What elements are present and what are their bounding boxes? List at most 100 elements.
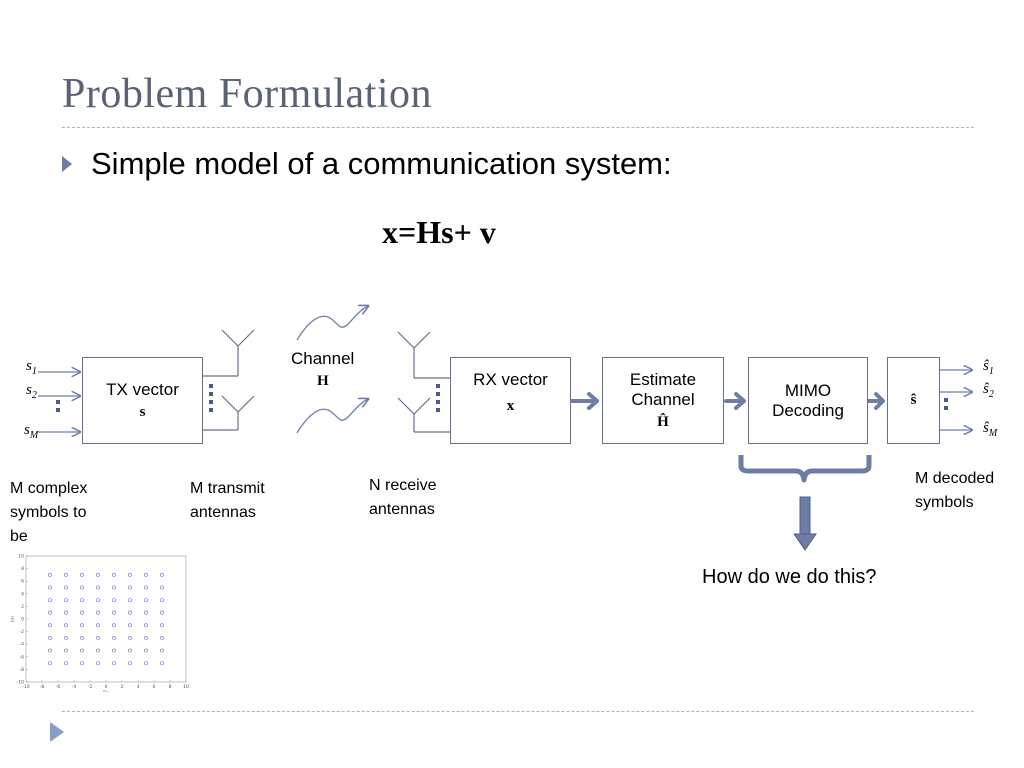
constellation-point (96, 623, 100, 628)
caption-rx-antennas: N receive antennas (369, 477, 437, 518)
rx-block-label: RX vector (473, 370, 548, 389)
rx-block-symbol: x (506, 398, 515, 414)
constellation-point (80, 585, 84, 590)
y-tick-label: 0 (21, 617, 24, 623)
estimate-label-line2: Channel (631, 390, 695, 409)
constellation-point (128, 585, 132, 590)
x-tick-label: -10 (22, 684, 29, 690)
channel-wave-2 (296, 399, 368, 434)
constellation-point (64, 572, 68, 577)
x-tick-label: 4 (137, 684, 140, 690)
channel-label: Channel (291, 349, 355, 368)
constellation-point (160, 648, 164, 653)
constellation-point (80, 636, 84, 640)
x-tick-label: 10 (183, 684, 189, 690)
input-ellipsis (56, 400, 60, 416)
tx-block-symbol: s (139, 404, 146, 420)
constellation-point (112, 585, 116, 590)
bullet-text: Simple model of a communication system: (91, 146, 672, 181)
constellation-point (112, 636, 116, 640)
constellation-point (160, 572, 164, 577)
constellation-point (160, 623, 164, 628)
rx-antenna-ellipsis (436, 384, 440, 416)
constellation-point (96, 610, 100, 615)
constellation-point (144, 623, 148, 628)
input-symbol-m: sM (24, 422, 39, 441)
constellation-point (128, 610, 132, 615)
rx-antenna-2 (397, 397, 450, 433)
output-symbol-1: ŝ1 (983, 358, 994, 377)
rx-antenna-1 (397, 331, 450, 379)
constellation-point (48, 648, 52, 653)
rx-vector-block: RX vector x (450, 357, 571, 444)
y-tick-label: 10 (18, 554, 24, 560)
estimate-channel-block: Estimate Channel Ĥ (602, 357, 724, 444)
constellation-point (96, 661, 100, 666)
constellation-point (144, 661, 148, 666)
caption-input-symbols: M complex symbols to be (10, 480, 88, 545)
constellation-point (160, 585, 164, 590)
y-tick-label: 6 (21, 579, 24, 585)
channel-wave-1 (296, 306, 368, 341)
tx-antenna-1 (203, 329, 255, 377)
mimo-decoding-block: MIMO Decoding (748, 357, 868, 444)
x-tick-label: -2 (88, 684, 93, 690)
constellation-point (160, 636, 164, 640)
input-symbol-1: s1 (26, 358, 37, 377)
constellation-point (144, 610, 148, 615)
output-block-symbol: ŝ (910, 392, 917, 408)
constellation-point (112, 572, 116, 577)
tx-antenna-2 (203, 395, 255, 431)
y-tick-label: -4 (20, 642, 25, 648)
input-symbol-2: s2 (26, 382, 37, 401)
constellation-point (112, 610, 116, 615)
y-tick-label: 8 (21, 566, 24, 572)
constellation-point (48, 610, 52, 615)
footer-arrow-icon (50, 722, 64, 742)
constellation-point (128, 636, 132, 640)
constellation-point (128, 572, 132, 577)
x-tick-label: 0 (105, 684, 108, 690)
output-symbol-m: ŝM (983, 420, 998, 439)
bracket (738, 455, 872, 483)
question-text: How do we do this? (702, 566, 877, 588)
y-tick-label: 2 (21, 604, 24, 610)
estimate-symbol: Ĥ (657, 414, 669, 430)
system-equation: x=Hs+ v (382, 214, 496, 250)
constellation-point (144, 572, 148, 577)
constellation-point (96, 648, 100, 653)
x-axis-label: Re (103, 690, 109, 692)
x-tick-label: 2 (121, 684, 124, 690)
constellation-point (128, 623, 132, 628)
y-tick-label: -8 (20, 667, 25, 673)
constellation-point (80, 623, 84, 628)
x-tick-label: 6 (153, 684, 156, 690)
y-tick-label: -6 (20, 654, 25, 660)
constellation-point (48, 661, 52, 666)
x-tick-label: -8 (40, 684, 45, 690)
caption-tx-antennas: M transmit antennas (190, 480, 265, 521)
tx-antenna-ellipsis (209, 384, 213, 416)
constellation-point (160, 598, 164, 603)
arrow-mimo-to-output (866, 392, 885, 410)
slide-title: Problem Formulation (62, 71, 432, 117)
constellation-point (96, 636, 100, 640)
constellation-point (112, 598, 116, 603)
constellation-point (64, 598, 68, 603)
y-tick-label: -10 (17, 680, 24, 686)
constellation-point (48, 623, 52, 628)
constellation-point (96, 598, 100, 603)
constellation-point (64, 661, 68, 666)
x-tick-label: -6 (56, 684, 61, 690)
constellation-point (48, 572, 52, 577)
constellation-point (64, 636, 68, 640)
constellation-point (80, 598, 84, 603)
constellation-point (48, 598, 52, 603)
arrow-estimate-to-mimo (724, 392, 746, 410)
constellation-point (144, 598, 148, 603)
y-tick-label: -2 (20, 629, 25, 635)
constellation-point (64, 585, 68, 590)
bullet-arrow-icon (62, 156, 72, 172)
constellation-point (80, 648, 84, 653)
